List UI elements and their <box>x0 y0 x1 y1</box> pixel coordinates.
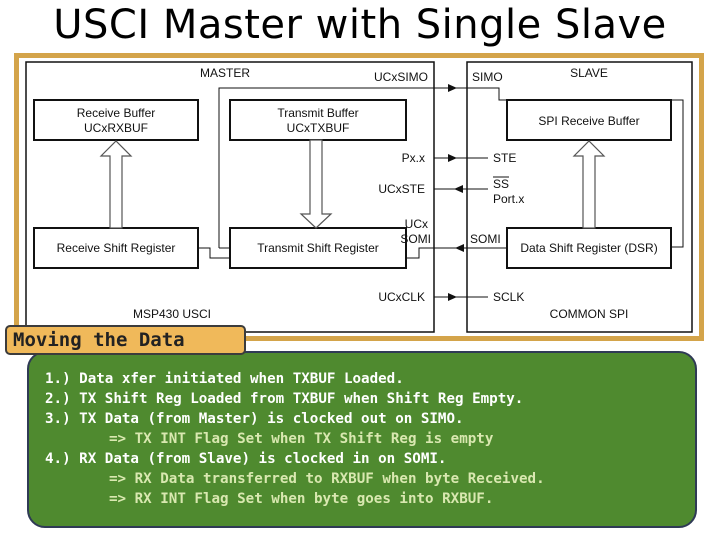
ucxtxbuf-label: UCxTXBUF <box>287 121 350 135</box>
note-line: 3.) TX Data (from Master) is clocked out… <box>45 411 464 427</box>
note-line: 2.) TX Shift Reg Loaded from TXBUF when … <box>45 391 524 407</box>
receive-buffer-box <box>33 99 199 141</box>
note-line: 4.) RX Data (from Slave) is clocked in o… <box>45 451 447 467</box>
msp430-usci-label: MSP430 USCI <box>133 307 211 321</box>
common-spi-label: COMMON SPI <box>550 307 629 321</box>
ucxsimo-label: UCxSIMO <box>374 70 428 84</box>
section-label: Moving the Data <box>5 325 246 355</box>
note-subline: => TX INT Flag Set when TX Shift Reg is … <box>109 431 494 447</box>
note-subline: => RX Data transferred to RXBUF when byt… <box>109 471 545 487</box>
slave-block <box>466 61 693 333</box>
ucxclk-label: UCxCLK <box>378 290 425 304</box>
data-shift-register-label: Data Shift Register (DSR) <box>520 241 657 255</box>
ucxrxbuf-label: UCxRXBUF <box>84 121 148 135</box>
note-subline: => RX INT Flag Set when byte goes into R… <box>109 491 494 507</box>
ucx-label: UCx <box>405 217 428 231</box>
portx-label: Port.x <box>493 192 524 206</box>
receive-shift-register-label: Receive Shift Register <box>57 241 176 255</box>
notes-panel: 1.) Data xfer initiated when TXBUF Loade… <box>27 351 697 528</box>
receive-shift-register-box <box>33 227 199 269</box>
note-line: 1.) Data xfer initiated when TXBUF Loade… <box>45 371 404 387</box>
receive-path-line <box>198 247 230 259</box>
somi-slave-label: SOMI <box>470 232 501 246</box>
somi-signal-line <box>406 247 507 259</box>
ucxste-label: UCxSTE <box>378 182 425 196</box>
ss-label: SS <box>493 177 509 191</box>
spi-receive-buffer-box <box>506 99 672 141</box>
pxx-label: Px.x <box>402 151 425 165</box>
master-label: MASTER <box>200 66 250 80</box>
spi-receive-buffer-label: SPI Receive Buffer <box>538 114 639 128</box>
simo-label: SIMO <box>472 70 503 84</box>
page-title: USCI Master with Single Slave <box>53 2 667 48</box>
sclk-label: SCLK <box>493 290 524 304</box>
receive-buffer-label: Receive Buffer <box>77 106 156 120</box>
transmit-buffer-label: Transmit Buffer <box>277 106 358 120</box>
transmit-shift-register-label: Transmit Shift Register <box>257 241 379 255</box>
transmit-buffer-box <box>229 99 407 141</box>
slave-up-arrow <box>572 140 606 229</box>
simo-signal-line <box>218 87 684 248</box>
somi-master-label: SOMI <box>400 232 431 246</box>
ste-label: STE <box>493 151 516 165</box>
rx-up-arrow <box>99 140 133 229</box>
slave-label: SLAVE <box>570 66 608 80</box>
tx-down-arrow <box>299 139 333 229</box>
